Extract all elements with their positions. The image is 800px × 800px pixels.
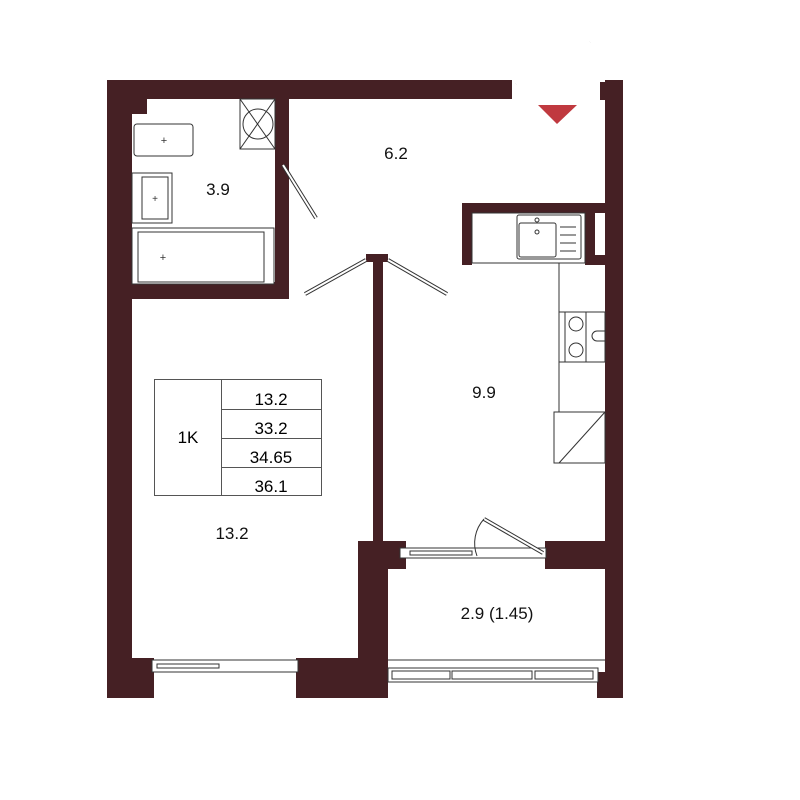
room-area-balcony: 2.9 (1.45) xyxy=(460,604,534,623)
svg-text:+: + xyxy=(160,252,166,264)
area-with-balcony: 36.1 xyxy=(254,477,288,496)
svg-text:+: + xyxy=(152,194,158,205)
entrance-marker-icon xyxy=(538,105,577,124)
balcony-door xyxy=(399,517,547,559)
room-area-kitchen: 9.9 xyxy=(472,383,496,402)
room-area-hallway: 6.2 xyxy=(384,144,408,163)
entrance-door xyxy=(515,41,591,85)
windows xyxy=(151,659,605,683)
apartment-type: 1K xyxy=(155,380,222,495)
kitchen-fixtures xyxy=(471,212,606,464)
svg-text:+: + xyxy=(161,135,167,147)
bathroom-fixtures: + + + xyxy=(131,98,318,285)
area-summary-table: 1K 13.2 33.2 34.65 36.1 xyxy=(154,379,322,496)
area-with-balcony-coef: 34.65 xyxy=(221,438,321,468)
room-area-bathroom: 3.9 xyxy=(206,180,230,199)
area-total: 33.2 xyxy=(221,409,321,439)
area-living: 13.2 xyxy=(221,380,321,410)
living-room-doors xyxy=(304,258,448,296)
walls xyxy=(107,80,623,698)
room-area-living-room: 13.2 xyxy=(215,524,249,543)
